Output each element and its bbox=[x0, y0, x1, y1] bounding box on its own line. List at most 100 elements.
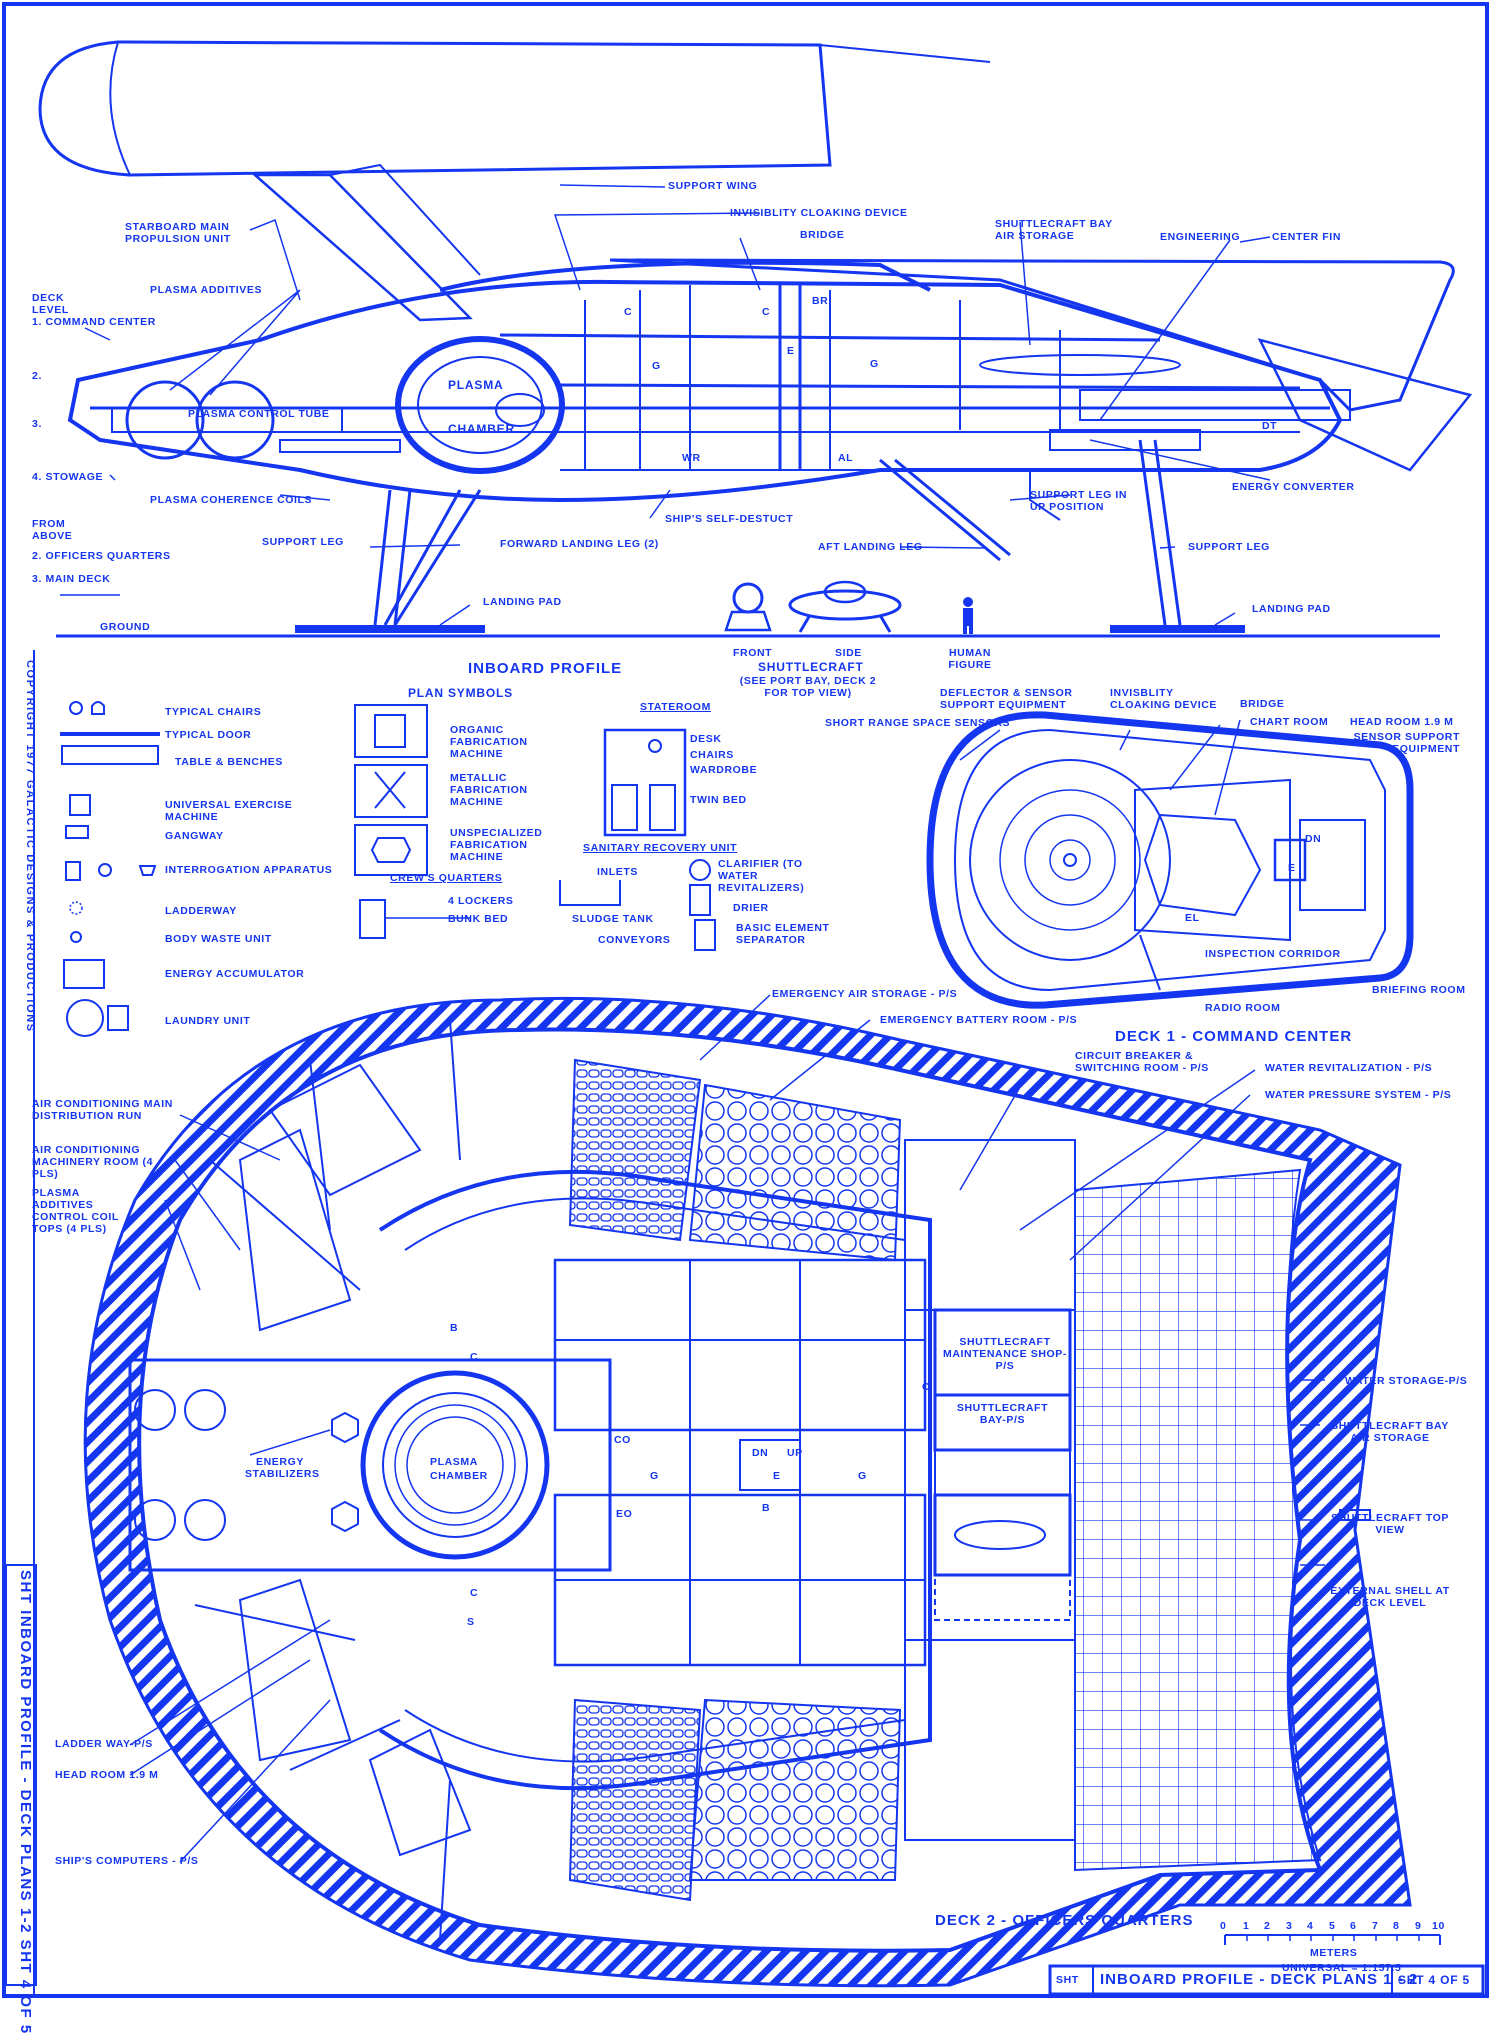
deck2-c-lower: C bbox=[470, 1587, 479, 1599]
deck2-c-upper: C bbox=[470, 1351, 479, 1363]
sym-inlets: INLETS bbox=[597, 866, 638, 878]
deck2-up: UP bbox=[787, 1447, 803, 1459]
label-side: SIDE bbox=[835, 647, 862, 659]
sym-conveyors: CONVEYORS bbox=[598, 934, 671, 946]
deck2-air-main: AIR CONDITIONING MAIN DISTRIBUTION RUN bbox=[32, 1098, 173, 1122]
deck2-emergency-battery: EMERGENCY BATTERY ROOM - P/S bbox=[880, 1014, 1078, 1026]
label-plasma-chamber-b: CHAMBER bbox=[448, 422, 515, 436]
deck2-e: E bbox=[773, 1470, 781, 1482]
deck2-water-revit: WATER REVITALIZATION - P/S bbox=[1265, 1062, 1433, 1074]
sym-lockers: 4 LOCKERS bbox=[448, 895, 514, 907]
scale-tick-4: 4 bbox=[1307, 1920, 1314, 1932]
label-starboard-unit: STARBOARD MAIN PROPULSION UNIT bbox=[125, 221, 231, 245]
sym-chairs: CHAIRS bbox=[690, 749, 734, 761]
deck1-cloaking: INVISBLITY CLOAKING DEVICE bbox=[1110, 687, 1218, 711]
deck2-s: S bbox=[467, 1616, 475, 1628]
sym-interrogation: INTERROGATION APPARATUS bbox=[165, 864, 333, 876]
label-landing-pad-left: LANDING PAD bbox=[483, 596, 562, 608]
label-forward-landing-leg: FORWARD LANDING LEG (2) bbox=[500, 538, 659, 550]
label-energy-converter: ENERGY CONVERTER bbox=[1232, 481, 1355, 493]
label-bridge-profile: BRIDGE bbox=[800, 229, 845, 241]
scale-tick-7: 7 bbox=[1372, 1920, 1379, 1932]
sym-typical-chairs: TYPICAL CHAIRS bbox=[165, 706, 262, 718]
sym-drier: DRIER bbox=[733, 902, 769, 914]
label-deck2-num: 2. bbox=[32, 370, 42, 382]
scale-tick-3: 3 bbox=[1286, 1920, 1293, 1932]
scale-tick-2: 2 bbox=[1264, 1920, 1271, 1932]
deck1-e: E bbox=[1288, 862, 1296, 874]
deck2-co: CO bbox=[614, 1434, 631, 1446]
scale-tick-1: 1 bbox=[1243, 1920, 1250, 1932]
deck1-chart-room: CHART ROOM bbox=[1250, 716, 1329, 728]
label-human-figure: HUMAN FIGURE bbox=[948, 647, 992, 671]
sym-unspecialized-fab: UNSPECIALIZED FABRICATION MACHINE bbox=[450, 827, 543, 863]
sym-energy-accumulator: ENERGY ACCUMULATOR bbox=[165, 968, 305, 980]
deck2-b-center: B bbox=[762, 1502, 771, 1514]
sym-bunk-bed: BUNK BED bbox=[448, 913, 509, 925]
titleblock-sht: SHT bbox=[1056, 1974, 1079, 1986]
label-self-destruct: SHIP'S SELF-DESTUCT bbox=[665, 513, 794, 525]
label-from-above: FROM ABOVE bbox=[32, 518, 73, 542]
deck1-title: DECK 1 - COMMAND CENTER bbox=[1115, 1028, 1353, 1045]
titleblock-name: INBOARD PROFILE - DECK PLANS 1 - 2 bbox=[1100, 1971, 1419, 1988]
sym-sanitary: SANITARY RECOVERY UNIT bbox=[583, 842, 738, 854]
label-deck3-num: 3. bbox=[32, 418, 42, 430]
label-room-c1: C bbox=[624, 306, 633, 318]
label-room-c2: C bbox=[762, 306, 771, 318]
deck2-plasma-b: CHAMBER bbox=[430, 1470, 488, 1482]
label-support-leg-up: SUPPORT LEG IN UP POSITION bbox=[1030, 489, 1128, 513]
label-shuttlecraft: SHUTTLECRAFT bbox=[758, 660, 864, 674]
sym-desk: DESK bbox=[690, 733, 722, 745]
deck1-plan bbox=[926, 711, 1414, 1009]
deck2-c-right: C bbox=[922, 1381, 931, 1393]
scale-tick-10: 10 bbox=[1432, 1920, 1445, 1932]
deck1-short-range: SHORT RANGE SPACE SENSORS bbox=[825, 717, 1011, 729]
deck1-dn: DN bbox=[1305, 833, 1322, 845]
deck2-dn: DN bbox=[752, 1447, 769, 1459]
label-room-br: BR bbox=[812, 295, 829, 307]
scale-universal: UNIVERSAL = 1:157.5 bbox=[1282, 1962, 1402, 1974]
plan-symbols-title: PLAN SYMBOLS bbox=[408, 686, 513, 700]
scale-tick-9: 9 bbox=[1415, 1920, 1422, 1932]
deck2-g-right: G bbox=[858, 1470, 867, 1482]
label-aft-landing-leg: AFT LANDING LEG bbox=[818, 541, 923, 553]
deck2-plan bbox=[83, 994, 1412, 1988]
sym-organic-fab: ORGANIC FABRICATION MACHINE bbox=[450, 724, 528, 760]
label-plasma-additives: PLASMA ADDITIVES bbox=[150, 284, 263, 296]
profile-title: INBOARD PROFILE bbox=[468, 660, 623, 677]
label-landing-pad-right: LANDING PAD bbox=[1252, 603, 1331, 615]
label-support-wing: SUPPORT WING bbox=[668, 180, 758, 192]
deck1-radio-room: RADIO ROOM bbox=[1205, 1002, 1281, 1014]
sym-typical-door: TYPICAL DOOR bbox=[165, 729, 252, 741]
side-title-vertical: SHT INBOARD PROFILE - DECK PLANS 1-2 SHT… bbox=[17, 1570, 34, 2035]
deck2-b-upper: B bbox=[450, 1322, 459, 1334]
sym-stateroom: STATEROOM bbox=[640, 701, 711, 713]
sym-exercise-machine: UNIVERSAL EXERCISE MACHINE bbox=[165, 799, 293, 823]
label-front: FRONT bbox=[733, 647, 773, 659]
deck1-inspection: INSPECTION CORRIDOR bbox=[1205, 948, 1341, 960]
label-officers-quarters: 2. OFFICERS QUARTERS bbox=[32, 550, 171, 562]
sym-clarifier: CLARIFIER (TO WATER REVITALIZERS) bbox=[718, 858, 805, 894]
sym-ladderway: LADDERWAY bbox=[165, 905, 237, 917]
sym-twin-bed: TWIN BED bbox=[690, 794, 747, 806]
copyright-vertical: COPYRIGHT 1977 GALACTIC DESIGNS & PRODUC… bbox=[24, 660, 36, 1033]
label-engineering: ENGINEERING bbox=[1160, 231, 1241, 243]
scale-tick-6: 6 bbox=[1350, 1920, 1357, 1932]
deck2-water-pressure: WATER PRESSURE SYSTEM - P/S bbox=[1265, 1089, 1452, 1101]
sheet-border bbox=[2, 2, 1489, 1998]
deck2-circuit-breaker: CIRCUIT BREAKER & SWITCHING ROOM - P/S bbox=[1075, 1050, 1209, 1074]
scale-tick-5: 5 bbox=[1329, 1920, 1336, 1932]
deck2-title: DECK 2 - OFFICERS QUARTERS bbox=[935, 1912, 1194, 1929]
deck1-head-room: HEAD ROOM 1.9 M bbox=[1350, 716, 1454, 728]
deck1-el: EL bbox=[1185, 912, 1200, 924]
deck2-head-room: HEAD ROOM 1.9 M bbox=[55, 1769, 159, 1781]
label-support-leg-right: SUPPORT LEG bbox=[1188, 541, 1270, 553]
label-plasma-control-tube: PLASMA CONTROL TUBE bbox=[188, 408, 330, 420]
label-shuttle-note: (SEE PORT BAY, DECK 2 FOR TOP VIEW) bbox=[739, 675, 877, 699]
label-plasma-coherence: PLASMA COHERENCE COILS bbox=[150, 494, 313, 506]
label-main-deck: 3. MAIN DECK bbox=[32, 573, 111, 585]
label-room-g1: G bbox=[652, 360, 661, 372]
sym-gangway: GANGWAY bbox=[165, 830, 224, 842]
